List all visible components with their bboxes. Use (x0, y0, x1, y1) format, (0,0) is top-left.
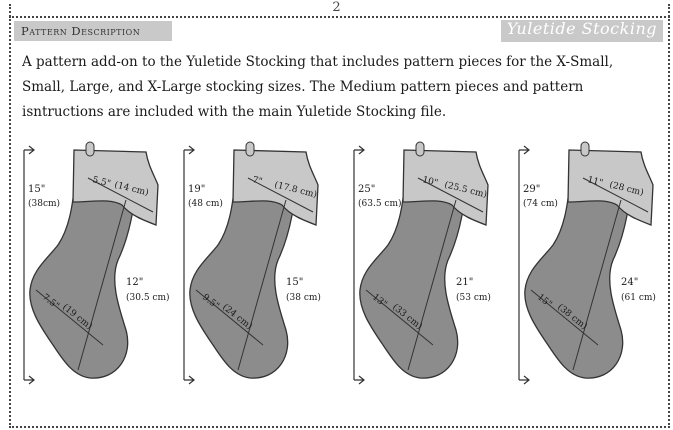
height-label: 29" (523, 184, 540, 195)
intro-paragraph: A pattern add-on to the Yuletide Stockin… (22, 54, 614, 120)
stocking-body (189, 164, 299, 379)
height-cm-label: (74 cm) (523, 198, 558, 209)
hanging-loop (245, 141, 255, 157)
height-bottom-arrow (519, 375, 530, 385)
leg-arrow (237, 199, 287, 371)
section-title: Pattern Description (21, 24, 141, 38)
height-label: 15" (28, 184, 45, 195)
page-border-right (668, 4, 670, 428)
cuff-label: 11" (586, 175, 604, 188)
page-border-bottom (9, 426, 670, 428)
page-number: 2 (332, 0, 341, 15)
height-cm-label: (48 cm) (188, 198, 223, 209)
stocking-body (524, 164, 634, 379)
cuff-label: 5.5" (91, 175, 111, 189)
leg-cm-label: (30.5 cm) (126, 292, 170, 303)
stocking-cuff (402, 149, 489, 226)
height-label: 25" (358, 184, 375, 195)
hanging-loop (415, 141, 425, 157)
height-cm-label: (63.5 cm) (358, 198, 402, 209)
height-bottom-arrow (184, 375, 195, 385)
height-top-arrow (184, 145, 195, 155)
stocking-size-diagram: 15"(38cm)5.5"(14 cm)12"(30.5 cm)7.5"(19 … (23, 141, 656, 385)
stocking-cuff (232, 149, 319, 226)
stocking-body (359, 164, 469, 379)
leg-cm-label: (53 cm) (456, 292, 491, 303)
stocking-cuff (567, 149, 654, 226)
foot-arrow (35, 289, 104, 346)
leg-label: 12" (126, 277, 143, 288)
stocking-cuff (72, 149, 159, 226)
cuff-arrow (247, 177, 314, 213)
cuff-arrow (582, 177, 649, 213)
height-top-arrow (24, 145, 35, 155)
leg-arrow (77, 199, 127, 371)
leg-arrow (572, 199, 622, 371)
cuff-arrow (87, 177, 154, 213)
stocking-body (29, 164, 139, 379)
hanging-loop (85, 141, 95, 157)
height-bottom-arrow (354, 375, 365, 385)
stocking-3: 25"(63.5 cm)10"(25.5 cm)21"(53 cm)13"(33… (353, 141, 491, 385)
leg-cm-label: (38 cm) (286, 292, 321, 303)
foot-arrow (365, 289, 434, 346)
leg-arrow (407, 199, 457, 371)
cuff-label: 10" (421, 175, 439, 188)
leg-cm-label: (61 cm) (621, 292, 656, 303)
hanging-loop (580, 141, 590, 157)
leg-label: 24" (621, 277, 638, 288)
page-border-top (9, 16, 670, 18)
stocking-4: 29"(74 cm)11"(28 cm)24"(61 cm)15"(38 cm) (518, 141, 656, 385)
height-top-arrow (519, 145, 530, 155)
foot-arrow (530, 289, 599, 346)
height-bottom-arrow (24, 375, 35, 385)
section-header-bar (14, 21, 172, 41)
stocking-1: 15"(38cm)5.5"(14 cm)12"(30.5 cm)7.5"(19 … (23, 141, 170, 385)
cuff-arrow (417, 177, 484, 213)
height-cm-label: (38cm) (28, 198, 60, 209)
brand-title: Yuletide Stocking (506, 19, 657, 38)
page-border-left (9, 4, 11, 428)
leg-label: 15" (286, 277, 303, 288)
leg-label: 21" (456, 277, 473, 288)
foot-arrow (195, 289, 264, 346)
height-top-arrow (354, 145, 365, 155)
brand-header-bar (501, 20, 663, 42)
height-label: 19" (188, 184, 205, 195)
cuff-label: 7" (251, 175, 263, 187)
stocking-2: 19"(48 cm)7"(17.8 cm)15"(38 cm)9.5"(24 c… (183, 141, 321, 385)
